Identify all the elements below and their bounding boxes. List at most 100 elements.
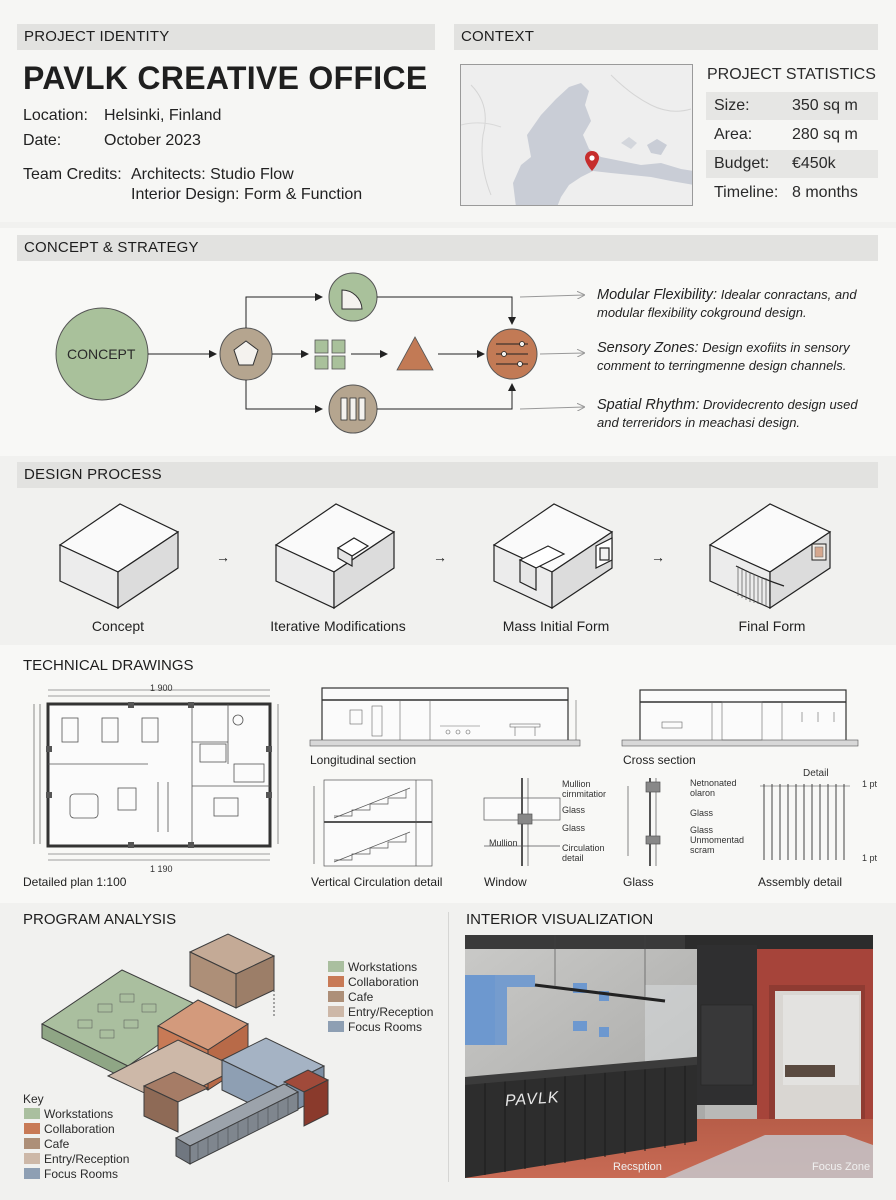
assembly-detail-drawing (760, 784, 850, 860)
legend-label: Workstations (348, 960, 418, 974)
legend-label: Cafe (348, 990, 374, 1004)
svg-text:→: → (433, 549, 447, 565)
stage-final-label: Final Form (738, 618, 806, 634)
stat-row-size: Size: 350 sq m (706, 92, 878, 120)
glass-caption: Glass (623, 875, 654, 889)
legend-swatch (328, 961, 344, 972)
team-line-1: Architects: Studio Flow (131, 166, 294, 183)
stat-row-budget: Budget: €450k (706, 150, 878, 178)
strategy-rhythm: Spatial Rhythm: Drovidecrento design use… (597, 396, 887, 431)
interior-header: INTERIOR VISUALIZATION (466, 911, 654, 928)
context-map[interactable] (460, 64, 693, 206)
legend-label: Entry/Reception (44, 1152, 130, 1166)
strategy-text: modular flexibility cokground design. (597, 305, 807, 320)
date-value: October 2023 (104, 132, 201, 149)
cross-section-caption: Cross section (623, 753, 696, 767)
window-note-6: Circulation (562, 843, 605, 853)
long-section-caption: Longitudinal section (310, 753, 417, 767)
legend-swatch (328, 991, 344, 1002)
stat-value: 350 sq m (792, 97, 858, 114)
legend-swatch (328, 1021, 344, 1032)
window-note-3: Glass (562, 805, 586, 815)
stage-concept-block (58, 503, 180, 610)
plan-dim-bottom: 1 190 (150, 864, 173, 874)
strategy-text: comment to terringmenne design channels. (597, 358, 847, 373)
vertical-circulation-drawing (313, 779, 433, 867)
window-detail-drawing (483, 778, 561, 866)
svg-text:→: → (651, 549, 665, 565)
strategy-text: Drovidecrento design used (702, 397, 858, 412)
strategy-modular: Modular Flexibility: Idealar conractans,… (597, 286, 887, 321)
program-axonometric (41, 933, 330, 1165)
stat-value: 280 sq m (792, 126, 858, 143)
stage-mass-label: Mass Initial Form (502, 618, 610, 634)
reception-brand: PAVLK (504, 1089, 561, 1110)
plan-dim-top: 1 900 (150, 683, 173, 693)
strategy-title: Spatial Rhythm: (597, 397, 700, 413)
project-identity-header: PROJECT IDENTITY (17, 24, 435, 50)
plan-caption: Detailed plan 1:100 (23, 875, 127, 889)
stat-value: €450k (792, 155, 836, 172)
stage-concept-label: Concept (91, 618, 145, 634)
assembly-note-top: 1 pt (862, 779, 878, 789)
stat-value: 8 months (792, 184, 858, 201)
key-label: Key (23, 1092, 44, 1106)
cross-section-drawing (621, 689, 859, 747)
legend-label: Entry/Reception (348, 1005, 434, 1019)
legend-swatch (24, 1123, 40, 1134)
glass-note-2: olaron (690, 788, 716, 798)
technical-header: TECHNICAL DRAWINGS (23, 657, 194, 674)
strategy-title: Sensory Zones: (597, 340, 699, 356)
legend-swatch (328, 976, 344, 987)
longitudinal-section-drawing (309, 687, 581, 747)
stat-row-area: Area: 280 sq m (706, 121, 878, 149)
strategy-text: and terreridors in meachasi design. (597, 415, 801, 430)
stage-iterative-label: Iterative Modifications (270, 618, 406, 634)
strategy-text: Design exofiits in sensory (702, 340, 850, 355)
glass-note-4: Glass (690, 825, 714, 835)
svg-text:→: → (216, 549, 230, 565)
glass-note-3: Glass (690, 808, 714, 818)
statistics-header: PROJECT STATISTICS (707, 66, 876, 83)
glass-note-5: Unmomentad (690, 835, 745, 845)
strategy-title: Modular Flexibility: (597, 287, 718, 303)
vertical-caption: Vertical Circulation detail (311, 875, 443, 889)
assembly-title: Detail (803, 768, 829, 779)
window-caption: Window (484, 875, 527, 889)
program-header: PROGRAM ANALYSIS (23, 911, 177, 928)
interior-render[interactable]: PAVLK Recsption Focus Zone (465, 935, 873, 1178)
label-reception: Recsption (613, 1161, 662, 1173)
design-process-header: DESIGN PROCESS (17, 462, 878, 488)
glass-note-6: scram (690, 845, 715, 855)
concept-panel (0, 228, 896, 456)
team-line-2: Interior Design: Form & Function (131, 186, 363, 203)
location-label: Location: (23, 107, 88, 124)
stat-row-timeline: Timeline: 8 months (706, 179, 878, 207)
team-label: Team Credits: (23, 166, 122, 183)
glass-note-1: Netnonated (690, 778, 737, 788)
legend-swatch (24, 1153, 40, 1164)
page-title: PAVLK CREATIVE OFFICE (23, 60, 428, 96)
stat-label: Area: (714, 126, 753, 143)
window-note-4: Glass (562, 823, 586, 833)
legend-swatch (24, 1168, 40, 1179)
strategy-text: Idealar conractans, and (720, 287, 857, 302)
window-note-2: cirnmitatior (562, 789, 607, 799)
stat-label: Timeline: (714, 184, 779, 201)
assembly-note-bottom: 1 pt (862, 853, 878, 863)
concept-diagram (55, 272, 896, 434)
stat-label: Size: (714, 97, 750, 114)
legend-label: Cafe (44, 1137, 70, 1151)
legend-label: Workstations (44, 1107, 114, 1121)
window-note-1: Mullion (562, 779, 591, 789)
legend-swatch (328, 1006, 344, 1017)
legend-swatch (24, 1138, 40, 1149)
legend-swatch (24, 1108, 40, 1119)
map-pin-icon (585, 151, 599, 171)
label-focus-zone: Focus Zone (812, 1161, 871, 1173)
window-note-7: detail (562, 853, 584, 863)
concept-header: CONCEPT & STRATEGY (17, 235, 878, 261)
legend-label: Collaboration (348, 975, 419, 989)
stat-label: Budget: (714, 155, 770, 172)
window-note-5: Mullion (489, 838, 518, 848)
